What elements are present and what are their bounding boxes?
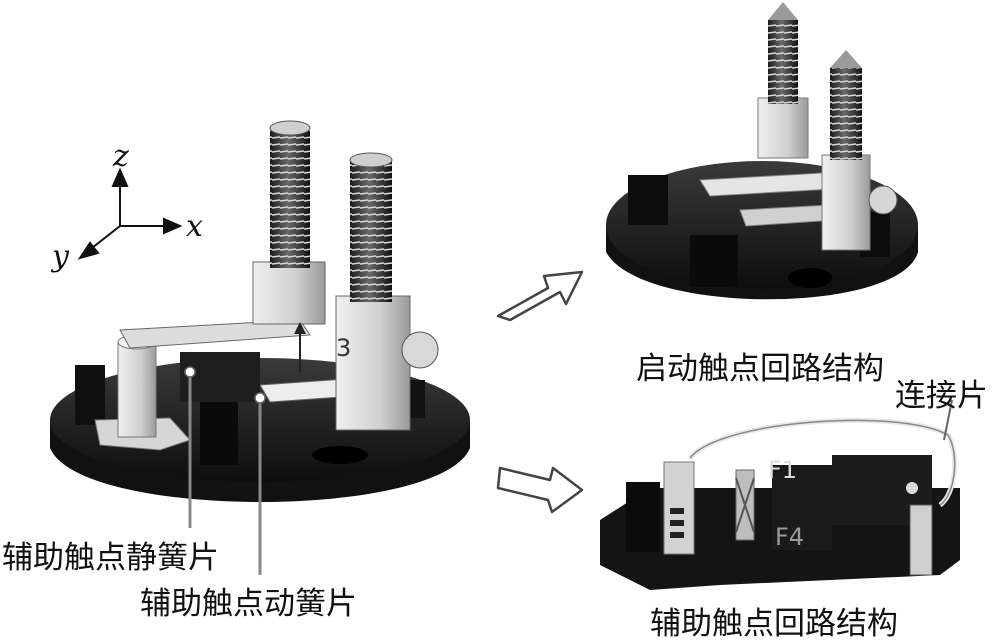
leader-connecting-piece: [943, 399, 953, 441]
y-axis-arrow: [77, 241, 100, 260]
aux-loop-assembly: [600, 399, 960, 590]
start-screw-right-tip: [830, 50, 862, 68]
z-axis-label: z: [112, 139, 129, 174]
main-frame: [180, 352, 260, 402]
main-assembly: [50, 120, 470, 502]
main-block-left: [75, 365, 105, 425]
leader-moving-spring-dot: [254, 392, 266, 404]
x-axis-arrow: [163, 217, 183, 235]
x-axis-label: x: [186, 209, 203, 244]
aux-block-left: [626, 482, 660, 552]
label-aux-contact-loop: 辅助触点回路结构: [650, 606, 898, 642]
arrow-to-start-loop: [496, 270, 584, 322]
main-screw-left-head: [269, 120, 311, 136]
start-block-front: [690, 235, 738, 287]
main-part-mark: 3: [336, 334, 351, 362]
main-block-front: [200, 395, 238, 465]
aux-spring-ring: [670, 508, 684, 514]
start-block-left: [628, 175, 668, 225]
start-bracket-left: [757, 97, 809, 159]
main-screw-right-thread: [350, 160, 392, 302]
y-axis-label: y: [50, 239, 70, 274]
main-cylinder: [117, 341, 157, 438]
z-axis-arrow: [111, 167, 129, 187]
coordinate-axes: [77, 167, 183, 260]
label-aux-moving-spring: 辅助触点动簧片: [140, 586, 357, 622]
main-bracket-left: [252, 261, 326, 325]
arrow-to-aux-loop: [496, 466, 584, 514]
aux-connecting-wire-edge: [689, 419, 956, 506]
start-base-hole: [788, 268, 832, 288]
label-connecting-piece: 连接片: [895, 378, 988, 414]
y-axis-line: [91, 225, 121, 249]
aux-terminal: [909, 504, 933, 576]
start-loop-assembly: [606, 2, 918, 300]
main-base-hole: [312, 446, 368, 464]
main-bracket-right: [335, 295, 411, 431]
aux-block-mid: [772, 465, 832, 550]
start-screw-left-thread: [768, 20, 798, 104]
aux-part-mark-f1: F1: [768, 456, 797, 484]
aux-contact-cross: [735, 477, 755, 533]
start-terminal: [868, 185, 898, 215]
main-part-arrowhead: [294, 322, 306, 334]
start-bracket-right: [821, 154, 871, 251]
start-screw-left-tip: [768, 2, 798, 20]
start-screw-right-thread: [830, 68, 862, 160]
main-terminal: [401, 331, 439, 369]
leader-lines: [188, 372, 262, 575]
leader-static-spring-dot: [184, 366, 196, 378]
main-screw-left-thread: [270, 128, 310, 268]
label-aux-static-spring: 辅助触点静簧片: [2, 540, 219, 576]
aux-spring-ring: [670, 520, 684, 526]
aux-spring-ring: [670, 532, 684, 538]
aux-spring-stack: [663, 461, 695, 555]
label-start-contact-loop: 启动触点回路结构: [636, 351, 884, 387]
aux-block-hole: [906, 482, 918, 494]
aux-part-mark-f4: F4: [775, 523, 804, 551]
main-static-spring: [119, 319, 311, 349]
main-screw-right-head: [349, 152, 393, 168]
